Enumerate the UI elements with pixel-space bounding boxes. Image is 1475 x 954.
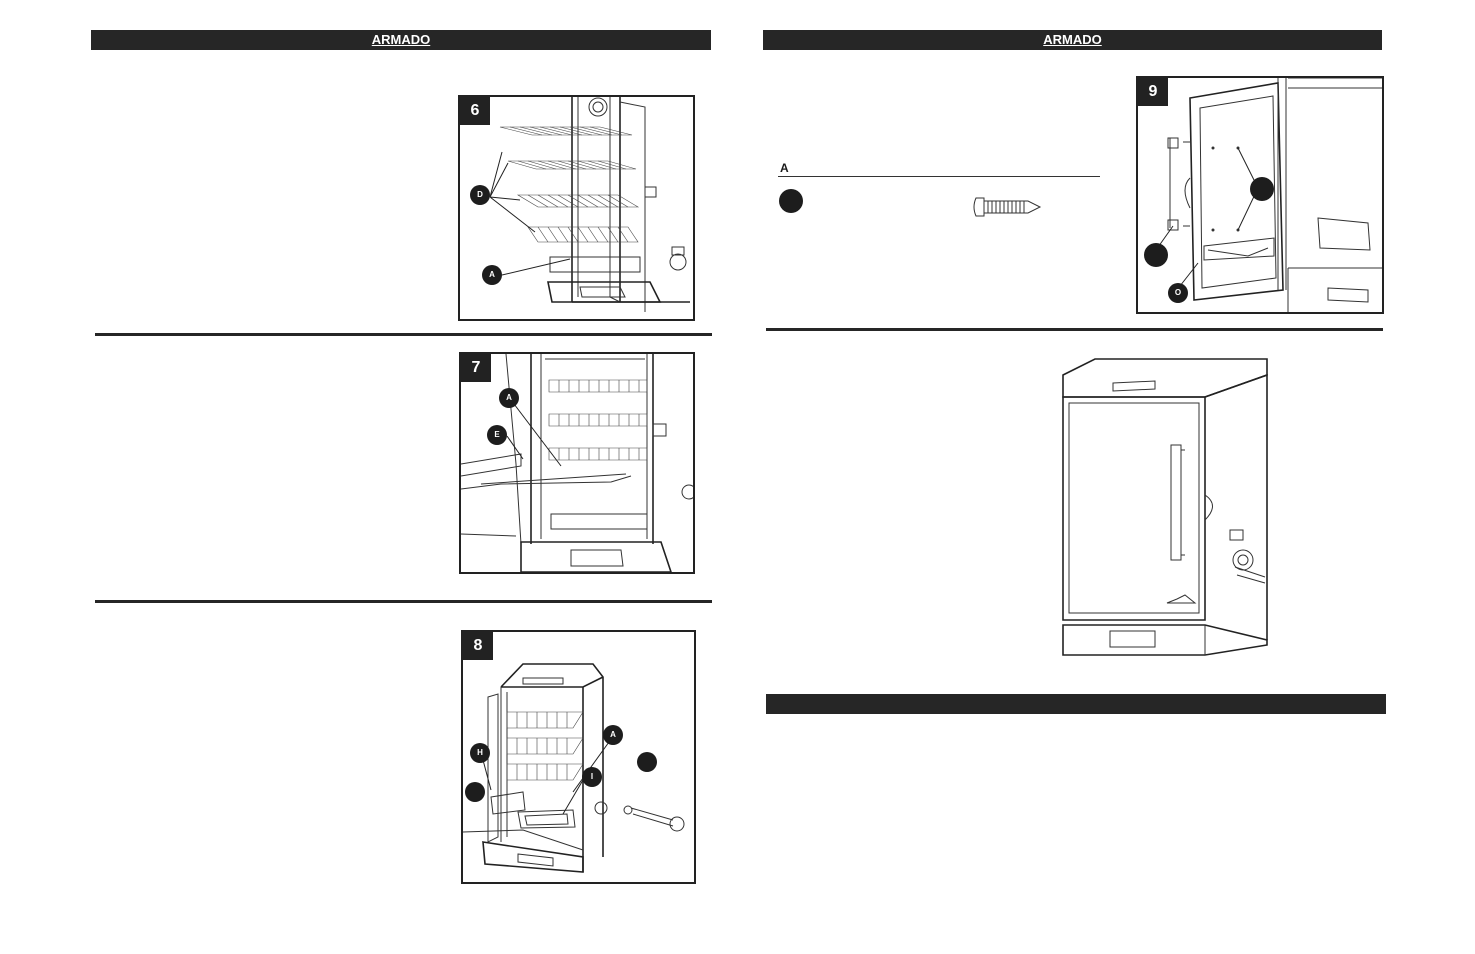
- figure-9-illustration: [1155, 78, 1382, 312]
- figure-9-callout-o: O: [1168, 283, 1188, 303]
- parts-table-rule: [778, 176, 1100, 177]
- figure-8-callout-unlabeled-2: [637, 752, 657, 772]
- figure-7-illustration: [461, 354, 693, 572]
- left-divider-1: [95, 333, 712, 336]
- parts-table-callout: [779, 189, 803, 213]
- figure-7-number: 7: [461, 354, 491, 382]
- right-divider: [766, 328, 1383, 331]
- figure-8: 8 H A I: [461, 630, 696, 884]
- figure-9-number: 9: [1138, 78, 1168, 106]
- figure-8-callout-h: H: [470, 743, 490, 763]
- left-section-header-text: ARMADO: [371, 32, 431, 47]
- figure-9-callout-unlabeled-1: [1250, 177, 1274, 201]
- screw-icon: [973, 197, 1042, 217]
- figure-7-callout-e: E: [487, 425, 507, 445]
- figure-8-number: 8: [463, 632, 493, 660]
- figure-7-callout-a: A: [499, 388, 519, 408]
- figure-6-callout-a: A: [482, 265, 502, 285]
- figure-8-illustration: [463, 663, 685, 873]
- figure-6-number: 6: [460, 97, 490, 125]
- figure-6: 6 D A: [458, 95, 695, 321]
- figure-7: 7 A E: [459, 352, 695, 574]
- figure-6-callout-d: D: [470, 185, 490, 205]
- right-section-header: ARMADO: [763, 30, 1382, 50]
- figure-9-callout-unlabeled-2: [1144, 243, 1168, 267]
- figure-6-illustration: [489, 97, 690, 312]
- figure-8-callout-unlabeled-1: [465, 782, 485, 802]
- parts-table-letter: A: [780, 161, 789, 175]
- right-bottom-bar: R O E ARA RAR E E O: [766, 694, 1386, 731]
- figure-9: 9 O: [1136, 76, 1384, 314]
- left-divider-2: [95, 600, 712, 603]
- right-bottom-bar-text: R O E ARA RAR E E O: [957, 716, 1202, 731]
- figure-8-callout-i: I: [582, 767, 602, 787]
- right-section-header-text: ARMADO: [1043, 32, 1102, 47]
- left-section-header: ARMADO: [91, 30, 711, 50]
- smoker-illustration: [1062, 358, 1268, 656]
- figure-8-callout-a: A: [603, 725, 623, 745]
